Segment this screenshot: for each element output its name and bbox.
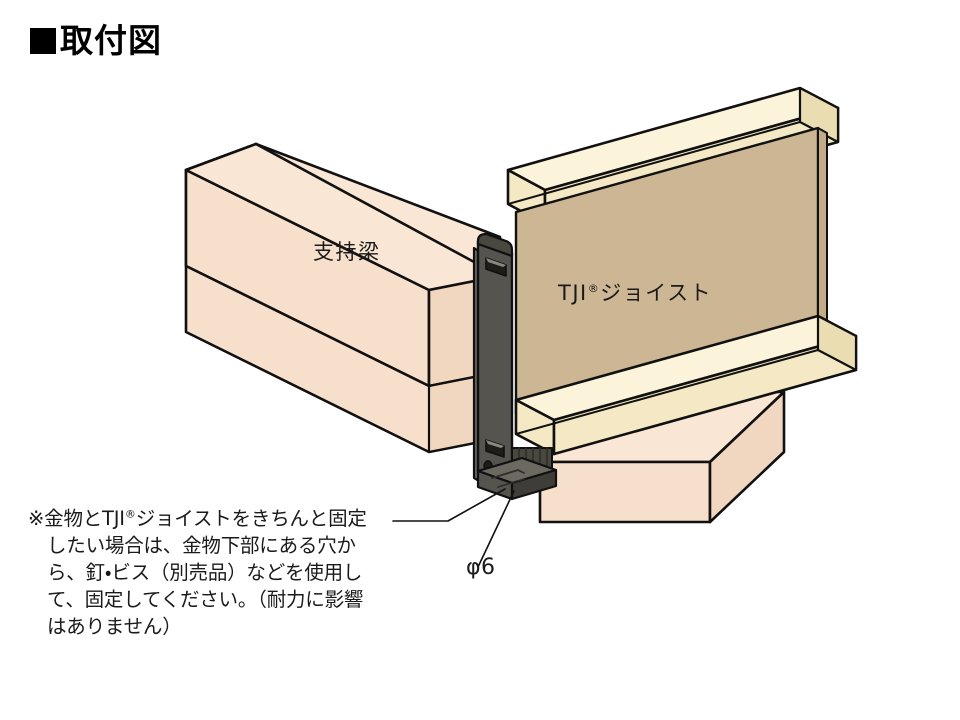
note-line-5: はありません） bbox=[47, 615, 182, 638]
note-line-3: ら、釘・ビス（別売品）などを使用し bbox=[47, 561, 363, 584]
note-line-1: ※金物とTJI®ジョイストをきちんと固定 bbox=[28, 505, 418, 532]
label-tji-suffix: ジョイスト bbox=[600, 281, 713, 305]
label-tji-joist: TJI®ジョイスト bbox=[558, 277, 712, 307]
note-block: ※金物とTJI®ジョイストをきちんと固定 したい場合は、金物下部にある穴か ら、… bbox=[28, 505, 418, 640]
page-title: 取付図 bbox=[30, 24, 162, 57]
title-bullet-icon bbox=[30, 27, 56, 54]
registered-mark-icon: ® bbox=[124, 507, 136, 521]
registered-mark-icon: ® bbox=[587, 282, 601, 295]
label-hole-diameter: φ6 bbox=[466, 555, 496, 580]
leader-lines bbox=[392, 488, 515, 568]
note-line-1-part-c: ジョイストをきちんと固定 bbox=[135, 507, 367, 530]
note-line-1-part-a: ※金物と bbox=[28, 507, 103, 530]
label-support-beam: 支持梁 bbox=[313, 240, 381, 264]
phi6-leader-line bbox=[477, 490, 515, 568]
metal-hanger-bracket bbox=[472, 232, 558, 501]
label-tji-prefix: TJI bbox=[558, 281, 588, 305]
note-line-1-tji: TJI bbox=[102, 507, 125, 530]
note-leader-line bbox=[392, 488, 506, 522]
tji-joist bbox=[506, 86, 858, 456]
support-beam bbox=[184, 142, 502, 454]
note-line-2: したい場合は、金物下部にある穴か bbox=[47, 534, 356, 557]
note-line-4: て、固定してください。（耐力に影響 bbox=[47, 588, 364, 611]
page-title-text: 取付図 bbox=[60, 21, 162, 60]
